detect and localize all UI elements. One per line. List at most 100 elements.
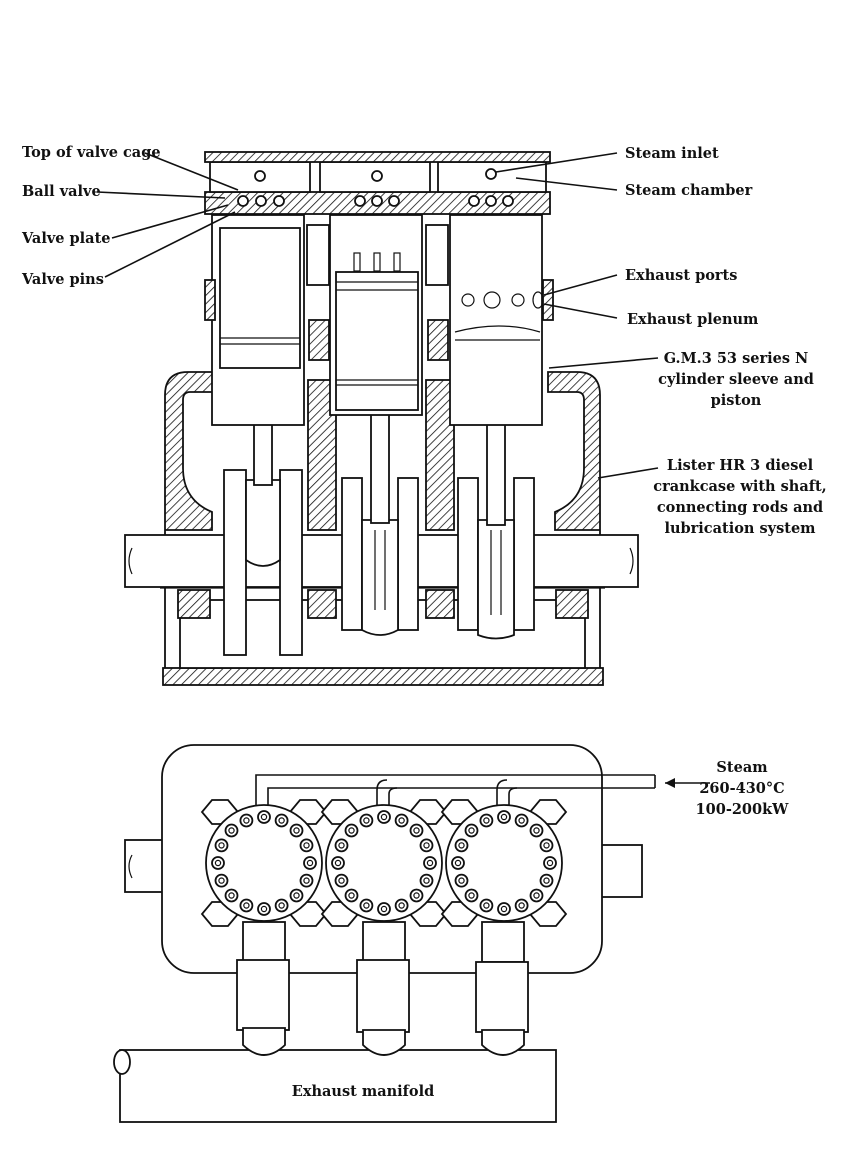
bolt (497, 810, 511, 824)
bolt-center (426, 859, 434, 867)
bolt-center (338, 877, 345, 884)
bolt (479, 813, 494, 828)
bolt-center (348, 892, 355, 899)
bolt (359, 813, 374, 828)
bolt (529, 823, 544, 838)
steam-pipe (255, 774, 710, 805)
bolt (299, 838, 314, 853)
bolt-center (423, 842, 430, 849)
bolt (303, 856, 317, 870)
bolt (454, 838, 469, 853)
label-steam-line3: 100-200kW (696, 801, 790, 818)
bolt-center (413, 827, 420, 834)
bolt-center (533, 827, 540, 834)
bolt (334, 838, 349, 853)
bolt-center (500, 813, 508, 821)
label-gm-cylinder-line1: G.M.3 53 series N (664, 350, 809, 367)
bolt (454, 873, 469, 888)
bolt-center (500, 905, 508, 913)
bolt-center (218, 842, 225, 849)
bolt (344, 823, 359, 838)
bolt-center (243, 817, 250, 824)
bolt (224, 888, 239, 903)
bolt-center (483, 817, 490, 824)
bolt (359, 898, 374, 913)
bolt-center (303, 877, 310, 884)
bolt-center (543, 877, 550, 884)
exhaust-stacks (236, 921, 529, 1056)
bolt (214, 873, 229, 888)
bolt-center (413, 892, 420, 899)
bolt (224, 823, 239, 838)
bolt-center (218, 877, 225, 884)
bolt-center (243, 902, 250, 909)
bolt (529, 888, 544, 903)
bolt-center (363, 902, 370, 909)
label-steam-line2: 260-430°C (699, 780, 784, 797)
bolt-center (214, 859, 222, 867)
bolt (377, 902, 391, 916)
bolt (464, 823, 479, 838)
bolt-center (423, 877, 430, 884)
bolt-center (546, 859, 554, 867)
bolt (331, 856, 345, 870)
bolt (299, 873, 314, 888)
bolt (514, 813, 529, 828)
bolt (377, 810, 391, 824)
label-lister-line4: lubrication system (664, 520, 816, 537)
leader-lines (96, 152, 659, 479)
bolt (289, 823, 304, 838)
pistons (219, 227, 544, 411)
bolt-center (348, 827, 355, 834)
bolt-center (293, 827, 300, 834)
bolt-center (543, 842, 550, 849)
bolt (419, 838, 434, 853)
bolt-center (380, 813, 388, 821)
bolt-center (458, 842, 465, 849)
bolt-center (334, 859, 342, 867)
label-steam-inlet: Steam inlet (625, 145, 719, 162)
valve-assembly (204, 151, 551, 215)
bolt-center (398, 817, 405, 824)
bolt-center (518, 817, 525, 824)
bolt (464, 888, 479, 903)
label-lister-line1: Lister HR 3 diesel (667, 457, 814, 474)
bolt-center (468, 827, 475, 834)
label-steam-chamber: Steam chamber (625, 182, 753, 199)
exhaust-manifold (113, 1049, 557, 1123)
bolt (334, 873, 349, 888)
engine-side-section: Top of valve cage Ball valve Valve plate… (21, 144, 827, 686)
bolt (211, 856, 225, 870)
bolt (451, 856, 465, 870)
label-lister-line2: crankcase with shaft, (653, 478, 826, 495)
bolt (479, 898, 494, 913)
label-valve-plate: Valve plate (21, 230, 111, 247)
bolt-center (533, 892, 540, 899)
label-exhaust-plenum: Exhaust plenum (627, 311, 759, 328)
label-steam-line1: Steam (716, 759, 768, 776)
bolt (257, 902, 271, 916)
bolt (419, 873, 434, 888)
bolt-center (260, 813, 268, 821)
label-exhaust-manifold: Exhaust manifold (292, 1083, 434, 1100)
bolt (257, 810, 271, 824)
bolt-center (398, 902, 405, 909)
head-bolts (211, 810, 557, 916)
bolt (497, 902, 511, 916)
bolt (543, 856, 557, 870)
bolt (214, 838, 229, 853)
bolt-center (260, 905, 268, 913)
bolt-center (228, 827, 235, 834)
engine-top-view: Steam 260-430°C 100-200kW Exhaust manifo… (113, 744, 790, 1123)
bolt-center (303, 842, 310, 849)
bolt (409, 888, 424, 903)
bolt (539, 838, 554, 853)
bolt-center (228, 892, 235, 899)
bolt-center (454, 859, 462, 867)
bolt (289, 888, 304, 903)
bolt-center (468, 892, 475, 899)
bolt (344, 888, 359, 903)
label-gm-cylinder-line3: piston (711, 392, 762, 409)
shaft-stub-left (124, 839, 166, 893)
